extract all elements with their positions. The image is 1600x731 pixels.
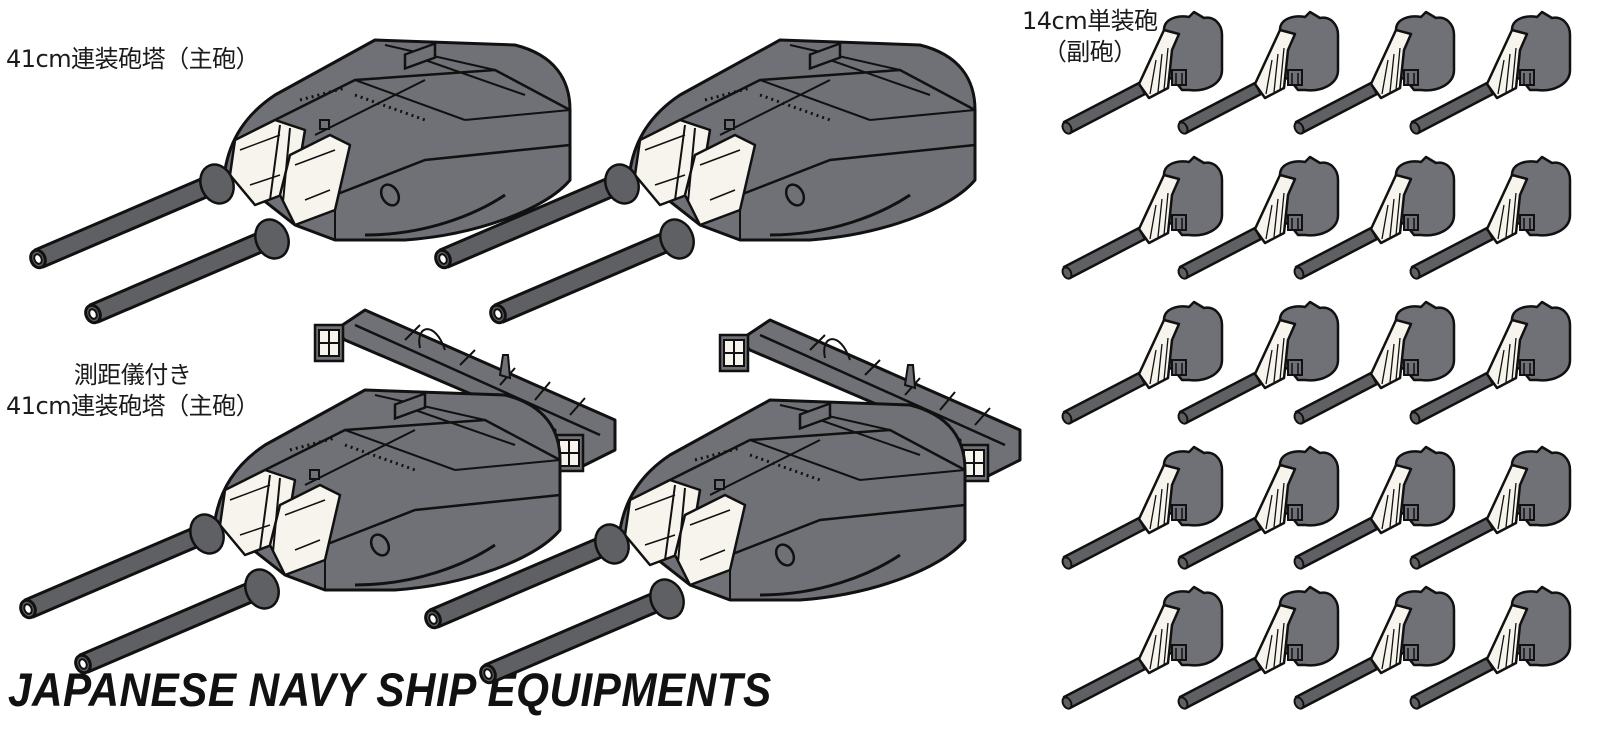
main-turret-1 [26,38,572,327]
secondary-gun-row-1 [1059,10,1572,137]
main-turrets-illustration [16,38,1022,687]
secondary-gun-row-5 [1059,585,1572,712]
rangefinder-label-line2: 41cm連装砲塔（主砲） [6,392,260,420]
secondary-label-line2: （副砲） [1042,38,1137,66]
rangefinder-label-line1: 測距儀付き [73,361,192,389]
secondary-guns-grid [1059,10,1572,712]
secondary-gun-row-3 [1059,300,1572,427]
secondary-gun-row-4 [1059,445,1572,572]
rangefinder-turret-label: 測距儀付き 41cm連装砲塔（主砲） [6,360,260,422]
page-title: JAPANESE NAVY SHIP EQUIPMENTS [8,663,772,716]
main-turret-label: 41cm連装砲塔（主砲） [6,45,260,73]
secondary-gun-label: 14cm単装砲 （副砲） [1022,6,1158,68]
secondary-gun-row-2 [1059,155,1572,282]
rangefinder-turret-1 [16,308,617,677]
secondary-label-line1: 14cm単装砲 [1022,7,1158,35]
